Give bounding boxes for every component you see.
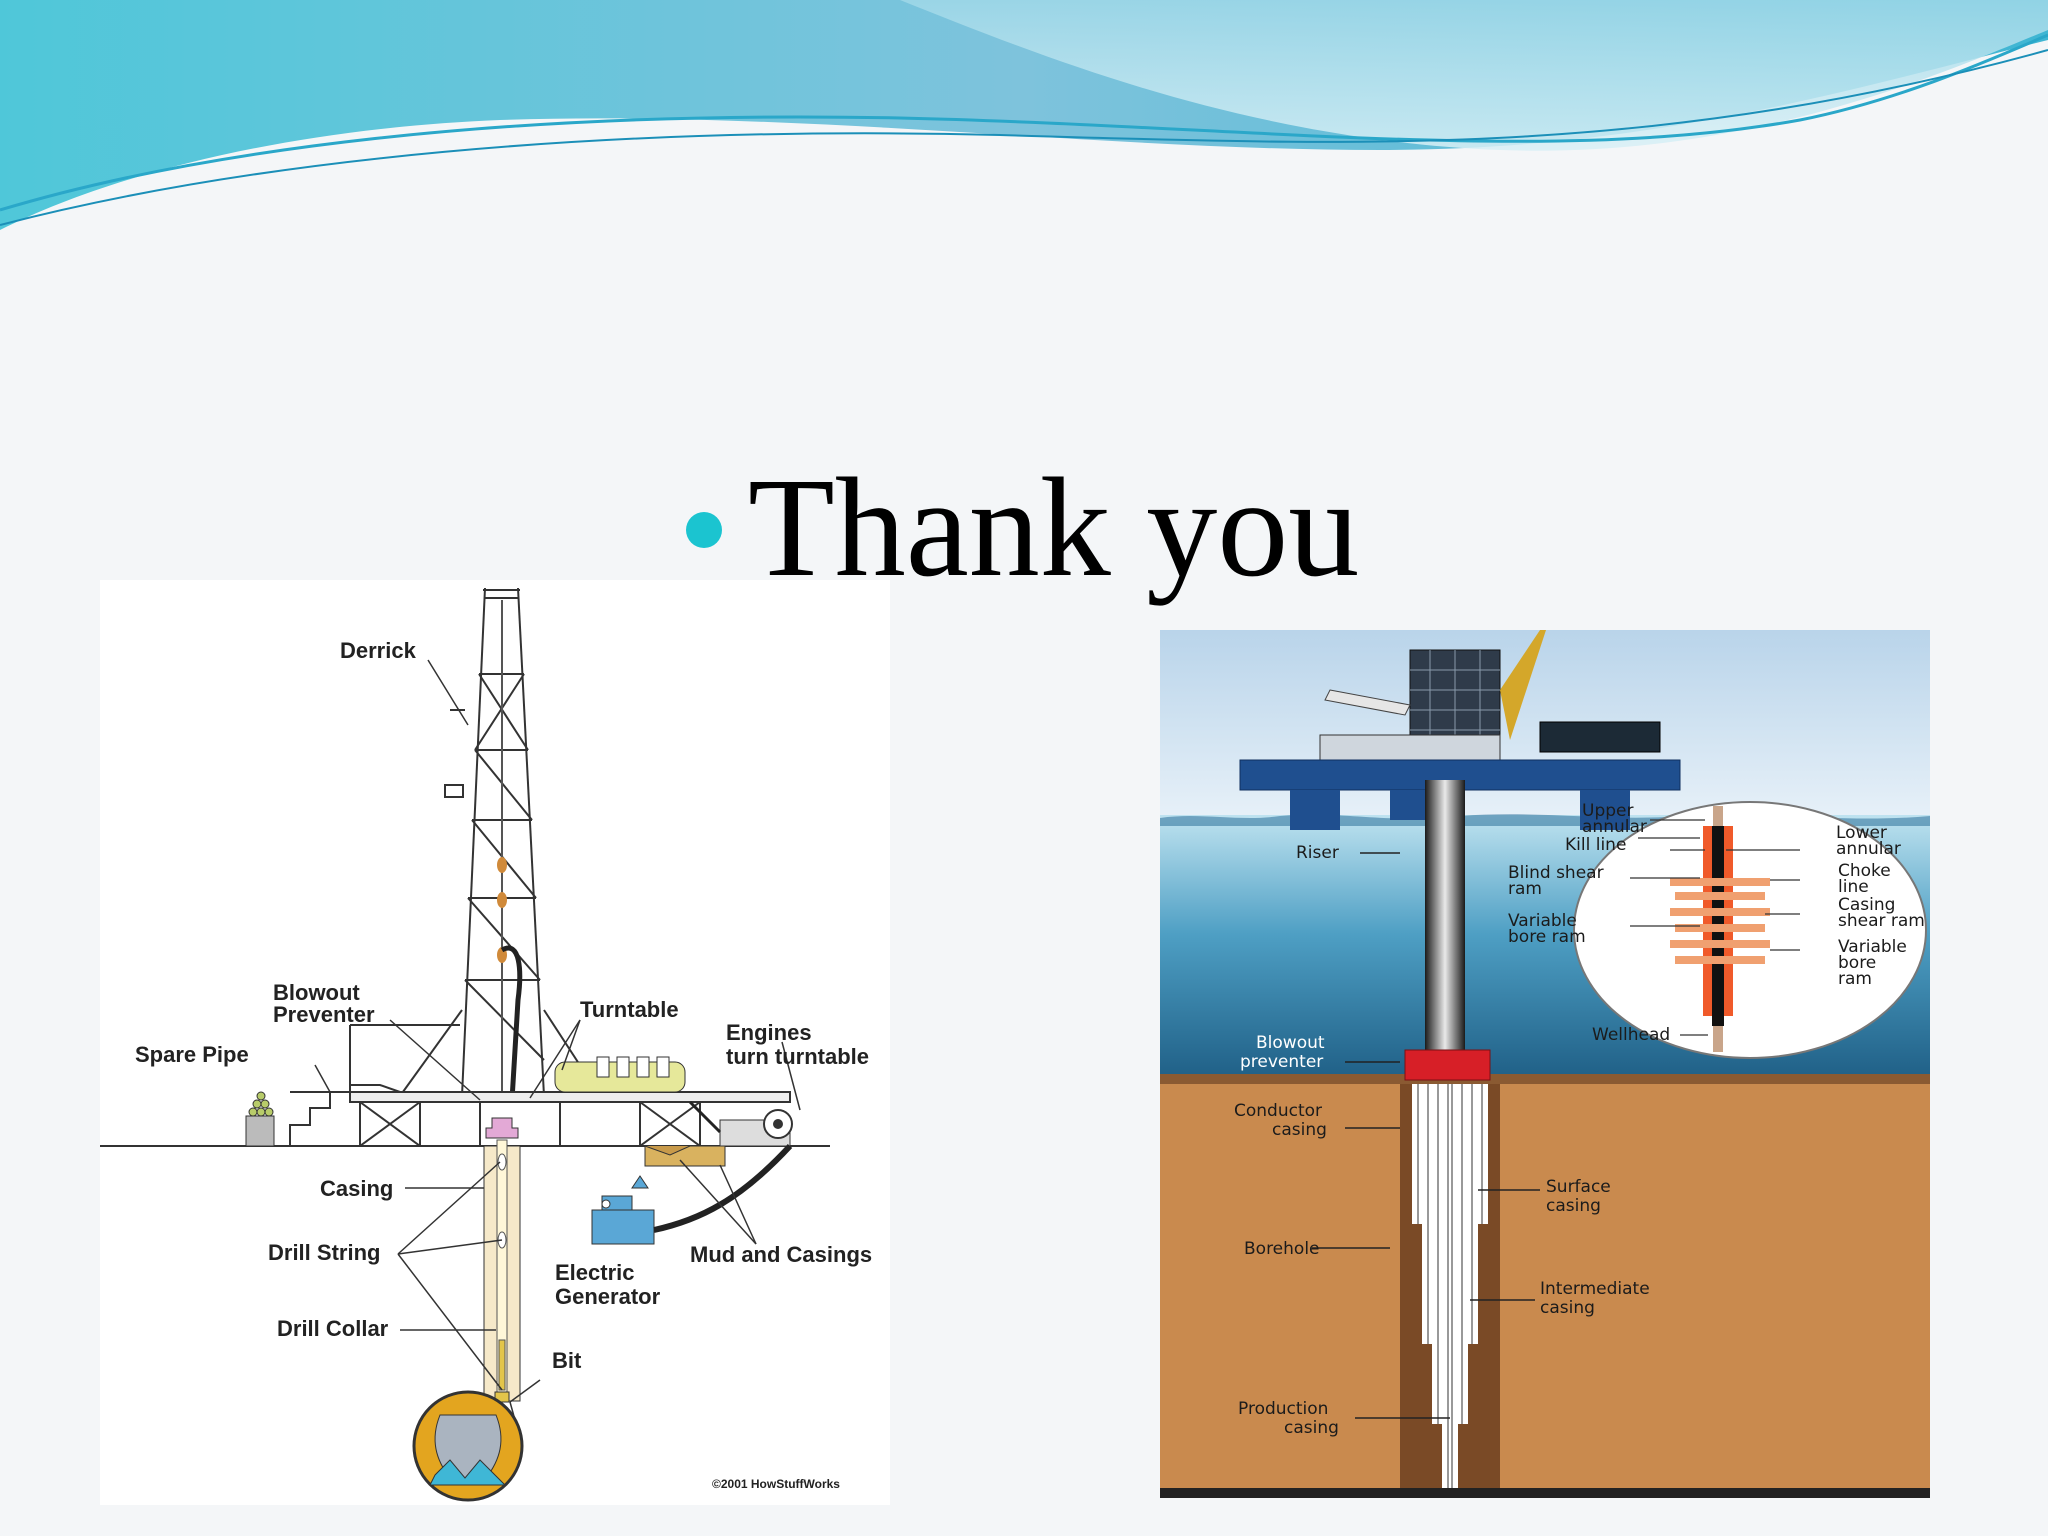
- label-surface-2: casing: [1546, 1196, 1601, 1216]
- label-mud-and-casings: Mud and Casings: [690, 1242, 872, 1267]
- label-riser: Riser: [1296, 843, 1339, 863]
- label-variable-bore-1: Variable: [1508, 911, 1577, 931]
- label-production-1: Production: [1238, 1399, 1328, 1419]
- label-wellhead: Wellhead: [1592, 1025, 1670, 1045]
- label-kill-line: Kill line: [1565, 835, 1626, 855]
- label-engines-1: Engines: [726, 1020, 812, 1045]
- label-lower-annular-1: Lower: [1836, 823, 1887, 843]
- mud-pit: [644, 1145, 726, 1167]
- label-conductor-1: Conductor: [1234, 1101, 1322, 1121]
- label-variable-bore-2: bore ram: [1508, 927, 1586, 947]
- label-upper-annular-2: annular: [1582, 817, 1647, 837]
- label-electric-generator-2: Generator: [555, 1284, 661, 1309]
- label-engines-2: turn turntable: [726, 1044, 869, 1069]
- label-bit: Bit: [552, 1348, 582, 1373]
- label-lower-annular-2: annular: [1836, 839, 1901, 859]
- label-surface-1: Surface: [1546, 1177, 1611, 1197]
- label-blowout-preventer-2: Preventer: [273, 1002, 375, 1027]
- offshore-well-diagram: Riser Upper annular Kill line Blind shea…: [1160, 630, 1930, 1498]
- label-upper-annular-1: Upper: [1582, 801, 1633, 821]
- label-electric-generator-1: Electric: [555, 1260, 635, 1285]
- thank-you-bullet: Thank you: [686, 452, 1359, 602]
- label-copyright: ©2001 HowStuffWorks: [712, 1477, 840, 1491]
- label-casing-shear-2: shear ram: [1838, 911, 1925, 931]
- label-turntable: Turntable: [580, 997, 679, 1022]
- label-blind-shear-2: ram: [1508, 879, 1542, 899]
- label-variable-bore-right-1: Variable: [1838, 937, 1907, 957]
- label-blind-shear-1: Blind shear: [1508, 863, 1604, 883]
- label-blowout-preventer-1: Blowout: [1256, 1033, 1325, 1053]
- engines: [554, 1056, 793, 1147]
- riser-pipe: [1425, 780, 1465, 1072]
- drilling-rig-diagram: Derrick Blowout Preventer Spare Pipe Tur…: [100, 580, 890, 1505]
- label-intermediate-1: Intermediate: [1540, 1279, 1650, 1299]
- thank-you-text: Thank you: [748, 448, 1360, 606]
- well-casings: [1400, 1084, 1500, 1488]
- label-casing-shear-1: Casing: [1838, 895, 1895, 915]
- label-casing: Casing: [320, 1176, 393, 1201]
- label-variable-bore-right-2: bore: [1838, 953, 1876, 973]
- blowout-preventer-stack: [1404, 1049, 1491, 1081]
- drill-bit-magnified: [412, 1390, 524, 1502]
- label-choke-1: Choke: [1838, 861, 1891, 881]
- header-wave-decoration: [0, 0, 2048, 230]
- bullet-dot-icon: [686, 512, 722, 548]
- right-leader-lines: [1312, 852, 1540, 1419]
- well-bore: [483, 1117, 521, 1403]
- label-blowout-preventer-1: Blowout: [273, 980, 360, 1005]
- label-variable-bore-right-3: ram: [1838, 969, 1872, 989]
- label-intermediate-2: casing: [1540, 1298, 1595, 1318]
- label-spare-pipe: Spare Pipe: [135, 1042, 249, 1067]
- left-leader-lines: [314, 659, 801, 1421]
- label-borehole: Borehole: [1244, 1239, 1320, 1259]
- label-derrick: Derrick: [340, 638, 417, 663]
- label-drill-collar: Drill Collar: [277, 1316, 389, 1341]
- rig-floor: [289, 1024, 791, 1147]
- spare-pipe-stack: [245, 1091, 275, 1147]
- label-blowout-preventer-2: preventer: [1240, 1052, 1323, 1072]
- hook-and-kelly: [497, 600, 523, 1101]
- label-choke-2: line: [1838, 877, 1869, 897]
- bop-detail-inset: [1573, 801, 1927, 1059]
- label-production-2: casing: [1284, 1418, 1339, 1438]
- label-conductor-2: casing: [1272, 1120, 1327, 1140]
- label-drill-string: Drill String: [268, 1240, 380, 1265]
